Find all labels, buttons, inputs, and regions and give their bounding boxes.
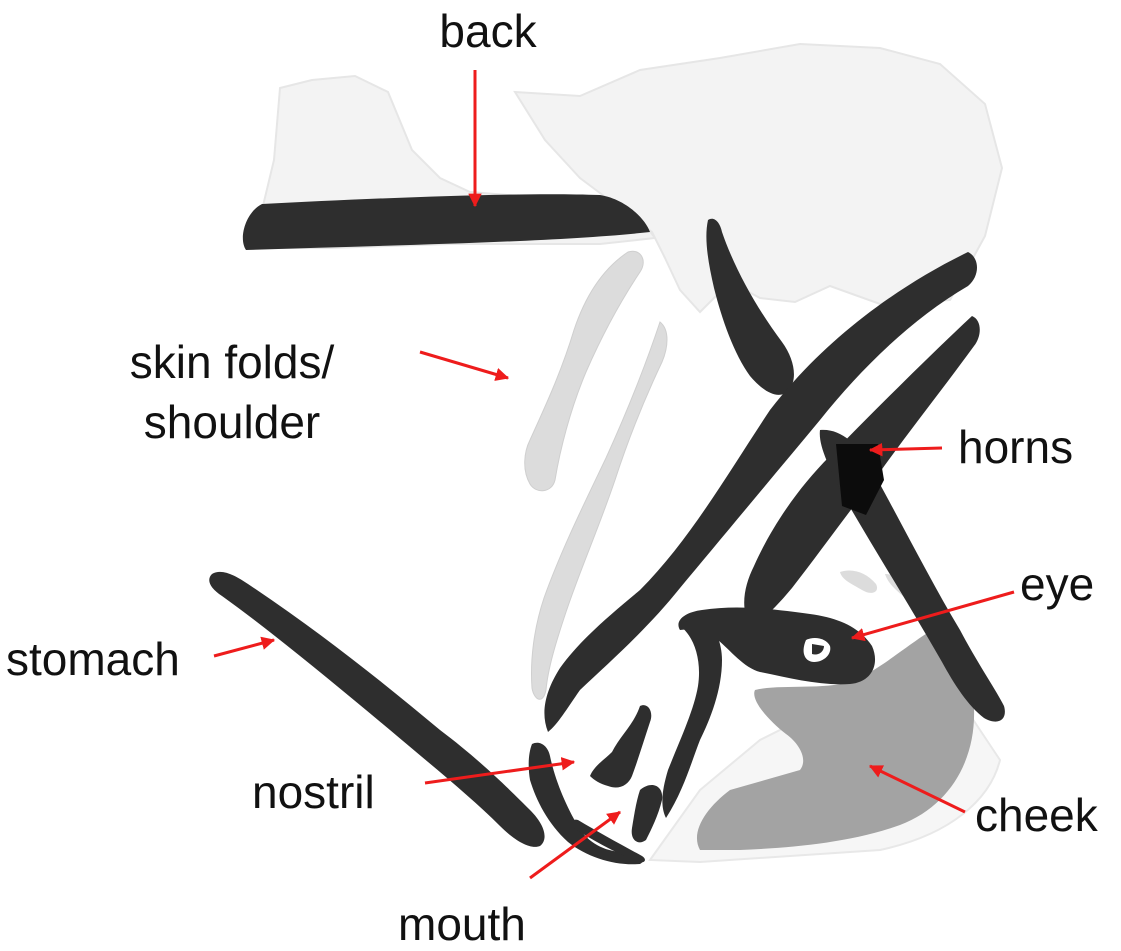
mouth-shape [632,785,663,842]
label-cheek: cheek [975,789,1099,841]
label-eye: eye [1020,558,1094,610]
arrow-horns [870,448,942,450]
label-nostril: nostril [252,766,375,818]
arrow-skin-folds [420,352,508,378]
label-mouth: mouth [398,898,526,950]
skin-fold-small-1 [840,571,877,593]
label-horns: horns [958,421,1073,473]
label-stomach: stomach [6,633,180,685]
body-silhouette [515,44,1002,312]
label-back: back [439,5,537,57]
arrow-stomach [214,640,274,656]
label-skin-folds-line2: shoulder [144,396,320,448]
label-skin-folds-line1: skin folds/ [130,336,335,388]
nostril-shape [590,705,651,787]
skin-fold-left [525,251,643,491]
